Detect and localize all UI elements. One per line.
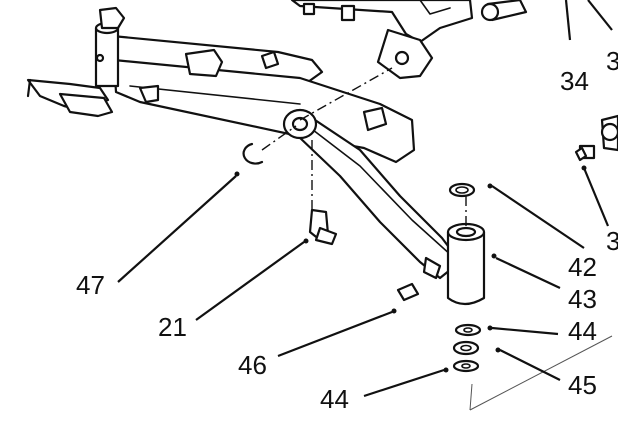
front-axle [108, 34, 462, 280]
callout-43: 43 [568, 284, 597, 314]
group-bracket [469, 335, 613, 411]
washer-upper [454, 323, 482, 337]
callout-3-top: 3 [606, 46, 618, 76]
leader-dot [581, 165, 587, 171]
callout-47: 47 [76, 270, 105, 300]
leader-dot [487, 183, 493, 189]
axis-line-clip [261, 125, 297, 151]
leader-dot [391, 308, 397, 314]
callout-44-lower: 44 [320, 384, 349, 414]
axis-line-frame [299, 67, 393, 121]
leader-dot [303, 238, 309, 244]
leader-line [117, 175, 237, 283]
leader-line [564, 0, 572, 41]
callout-45: 45 [568, 370, 597, 400]
leader-line [499, 349, 561, 381]
leader-dot [495, 347, 501, 353]
leader-line [277, 310, 393, 358]
leader-line [587, 0, 613, 31]
leader-line [495, 257, 561, 289]
left-spindle [26, 6, 160, 118]
callout-42: 42 [568, 252, 597, 282]
leader-line [195, 241, 305, 321]
leader-line [363, 368, 445, 398]
leader-dot [491, 253, 497, 259]
wave-washer [452, 340, 480, 356]
retaining-ring-top [448, 182, 476, 198]
callout-44-upper: 44 [568, 316, 597, 346]
washer-lower [452, 359, 480, 373]
callout-21: 21 [158, 312, 187, 342]
leader-dot [234, 171, 240, 177]
group-bracket [469, 383, 473, 411]
leader-dot [487, 325, 493, 331]
callout-3-right: 3 [606, 226, 618, 256]
callout-34: 34 [560, 66, 589, 96]
pivot-bushing [446, 222, 486, 306]
callout-46: 46 [238, 350, 267, 380]
right-spindle-partial [600, 114, 618, 152]
grease-fitting [396, 282, 420, 302]
leader-dot [443, 367, 449, 373]
frame-assembly [290, 0, 528, 80]
grease-fitting-right [574, 144, 596, 162]
grease-fitting-90 [308, 208, 338, 246]
leader-line [491, 326, 559, 336]
leader-line [491, 185, 585, 249]
leader-line [582, 167, 610, 227]
retaining-clip [242, 142, 264, 165]
